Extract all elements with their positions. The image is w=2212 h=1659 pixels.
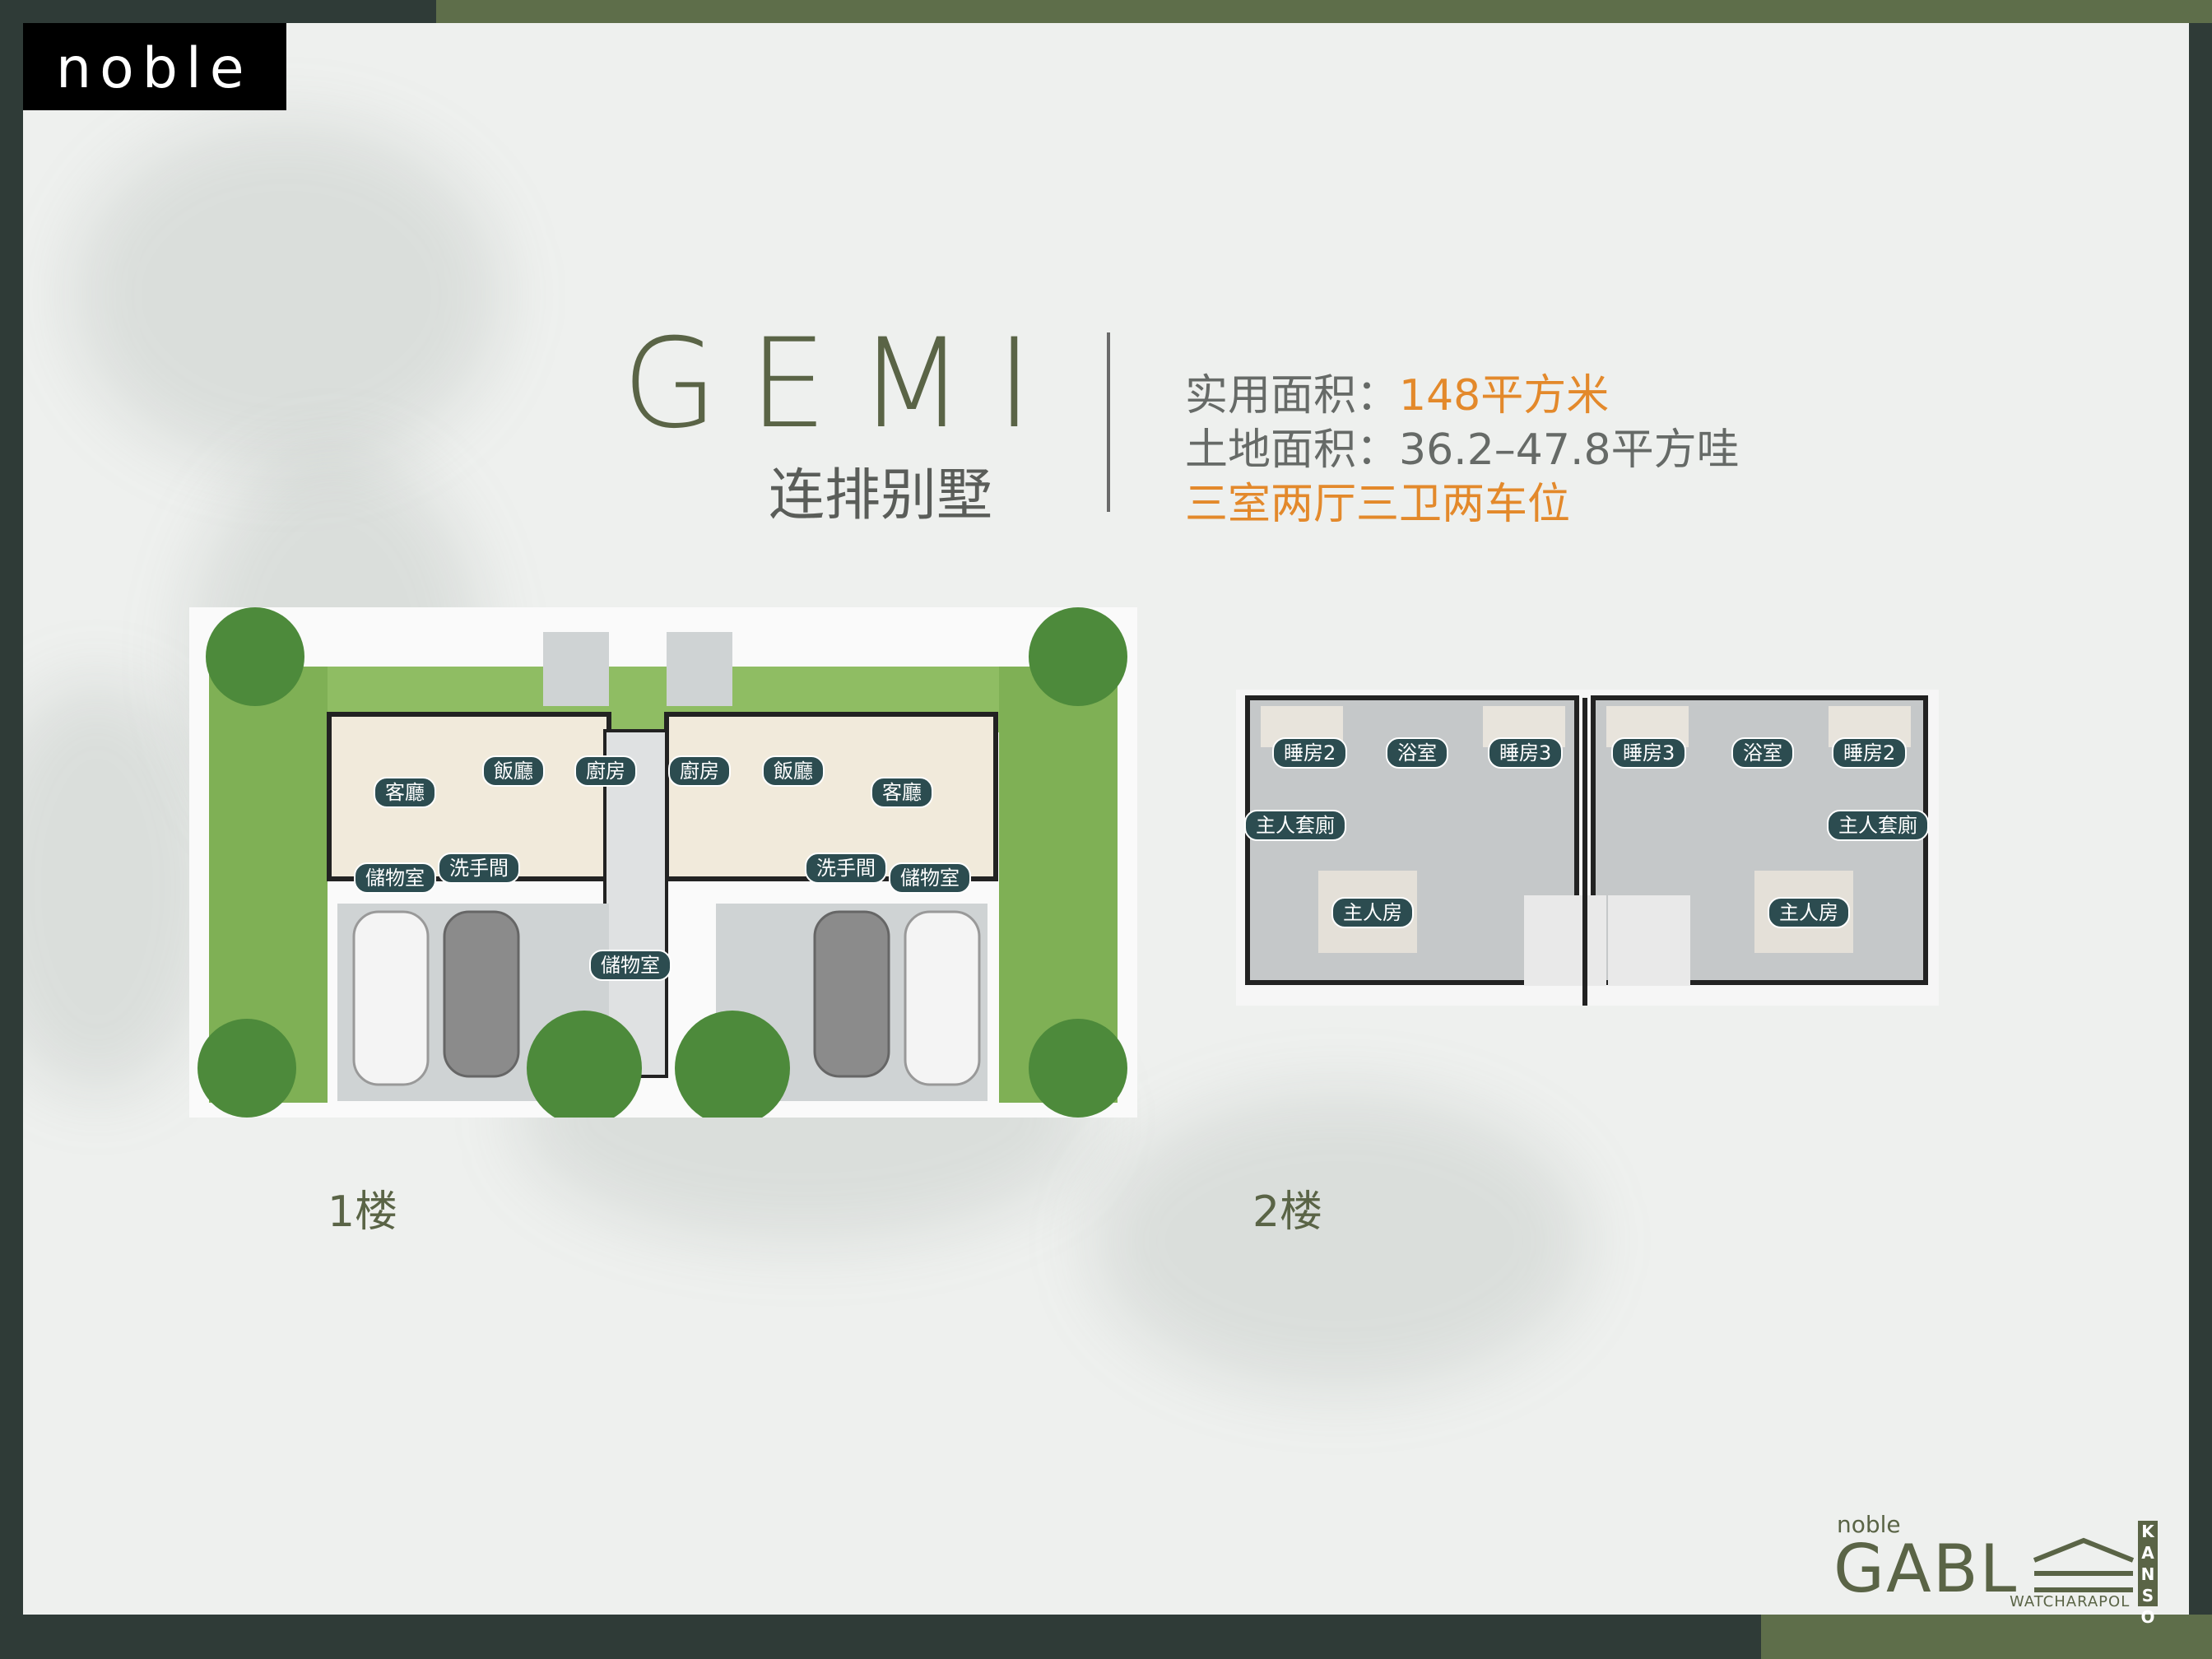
header-divider	[1107, 332, 1110, 512]
usable-area: 实用面积：148平方米	[1185, 360, 1609, 422]
page-subtitle: 连排别墅	[769, 463, 993, 528]
floor1-label: 1楼	[328, 1187, 398, 1237]
brand-noble: noble	[1837, 1511, 1901, 1538]
logo-text: noble	[56, 36, 253, 101]
room-tag: 睡房3	[1488, 737, 1564, 769]
room-layout: 三室两厅三卫两车位	[1185, 480, 1571, 529]
room-tag: 睡房2	[1832, 737, 1908, 769]
frame-bottom-accent	[1761, 1615, 2212, 1659]
usable-area-label: 实用面积：	[1185, 371, 1400, 421]
usable-area-value: 148平方米	[1399, 371, 1610, 421]
floor2-drawing	[1236, 690, 1939, 1006]
floor1-drawing	[189, 607, 1137, 1126]
brand-watcharapol: WATCHARAPOL	[2010, 1593, 2131, 1610]
room-tag: 洗手間	[438, 853, 520, 884]
room-tag: 飯廳	[762, 755, 825, 787]
room-tag: 主人套廁	[1244, 810, 1346, 841]
room-tag: 儲物室	[589, 950, 672, 981]
room-tag: 主人套廁	[1827, 810, 1929, 841]
room-tag: 睡房2	[1272, 737, 1348, 769]
brand-roof-icon	[2033, 1537, 2135, 1592]
room-tag: 飯廳	[482, 755, 545, 787]
room-tag: 浴室	[1386, 737, 1448, 769]
room-tag: 浴室	[1731, 737, 1794, 769]
noble-logo: noble	[23, 23, 286, 110]
brand-gable: GABL	[1833, 1531, 2019, 1607]
room-tag: 儲物室	[354, 862, 436, 894]
frame-top-dark	[0, 0, 436, 23]
room-tag: 主人房	[1768, 897, 1850, 928]
room-tag: 客廳	[871, 777, 933, 808]
room-tag: 客廳	[374, 777, 436, 808]
room-tag: 主人房	[1331, 897, 1414, 928]
land-area: 土地面积：36.2–47.8平方哇	[1185, 425, 1740, 475]
room-tag: 洗手間	[805, 853, 887, 884]
room-tag: 儲物室	[889, 862, 971, 894]
floor2-label: 2楼	[1252, 1187, 1323, 1237]
room-tag: 睡房3	[1611, 737, 1687, 769]
floor2-plan: 睡房2 浴室 睡房3 睡房3 浴室 睡房2 主人套廁 主人套廁 主人房 主人房	[1236, 690, 1939, 1006]
room-tag: 廚房	[574, 755, 637, 787]
room-tag: 廚房	[668, 755, 731, 787]
page-title: GEMI	[622, 313, 1064, 456]
floor1-plan: 客廳 飯廳 廚房 廚房 飯廳 客廳 儲物室 洗手間 洗手間 儲物室 儲物室	[189, 607, 1137, 1126]
